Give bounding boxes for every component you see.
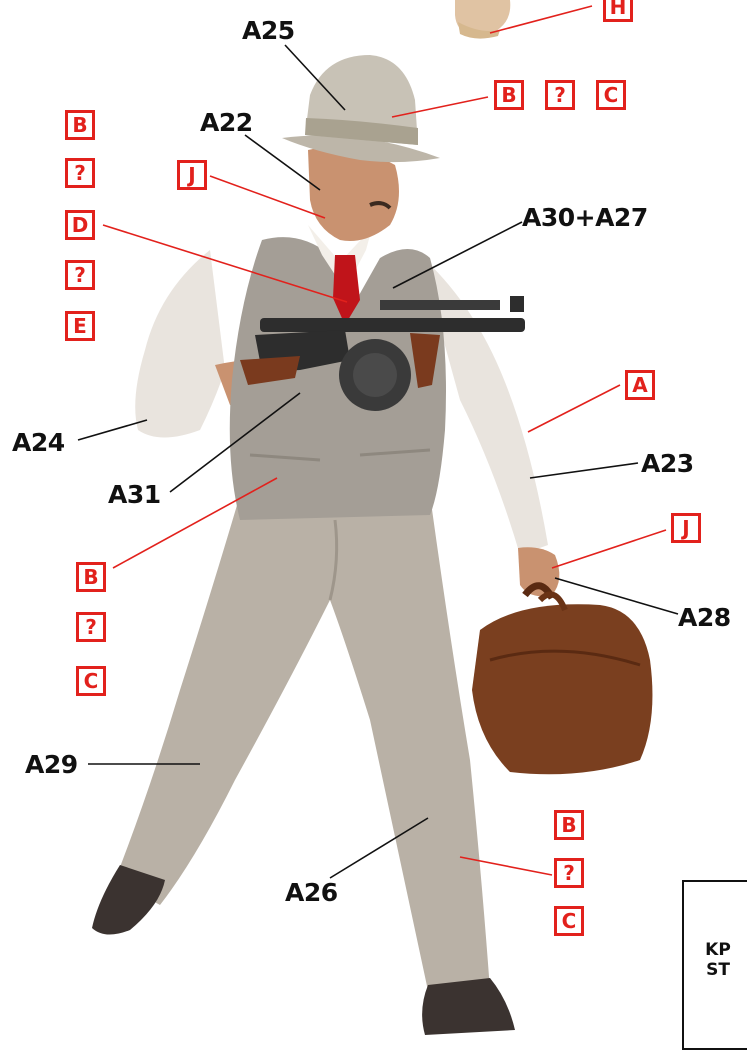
paint-code-left-3: D bbox=[65, 210, 95, 240]
paint-code-vest-1: B bbox=[76, 562, 106, 592]
left-sleeve bbox=[135, 250, 225, 438]
paint-code-hat-2: ? bbox=[545, 80, 575, 110]
part-label-right-leg: A26 bbox=[285, 880, 338, 905]
part-label-left-arm: A24 bbox=[12, 430, 65, 455]
part-label-bag-hand: A28 bbox=[678, 605, 731, 630]
part-label-left-leg: A29 bbox=[25, 752, 78, 777]
part-label-hat: A25 bbox=[242, 18, 295, 43]
paint-code-trouser-2: ? bbox=[554, 858, 584, 888]
paint-code-sleeve: A bbox=[625, 370, 655, 400]
part-label-vest: A30+A27 bbox=[522, 205, 648, 230]
shoe-fragment-top bbox=[455, 0, 510, 39]
paint-code-hat-3: C bbox=[596, 80, 626, 110]
paint-code-left-4: ? bbox=[65, 260, 95, 290]
paint-code-hat-1: B bbox=[494, 80, 524, 110]
paint-code-trouser-1: B bbox=[554, 810, 584, 840]
part-label-gun-hand: A31 bbox=[108, 482, 161, 507]
leather-bag bbox=[472, 586, 652, 775]
paint-code-vest-2: ? bbox=[76, 612, 106, 642]
paint-code-face: J bbox=[177, 160, 207, 190]
trousers bbox=[115, 495, 490, 1000]
inset-text-line1: KP bbox=[683, 942, 747, 959]
paint-code-left-5: E bbox=[65, 311, 95, 341]
paint-code-trouser-3: C bbox=[554, 906, 584, 936]
paint-code-left-1: B bbox=[65, 110, 95, 140]
right-shoe bbox=[422, 978, 515, 1035]
paint-code-shoe-ref: H bbox=[603, 0, 633, 22]
paint-code-left-2: ? bbox=[65, 158, 95, 188]
gangster-figure bbox=[92, 55, 652, 1035]
part-label-head: A22 bbox=[200, 110, 253, 135]
inset-text-line2: ST bbox=[683, 962, 747, 979]
part-label-right-arm: A23 bbox=[641, 451, 694, 476]
paint-code-hand: J bbox=[671, 513, 701, 543]
paint-code-vest-3: C bbox=[76, 666, 106, 696]
